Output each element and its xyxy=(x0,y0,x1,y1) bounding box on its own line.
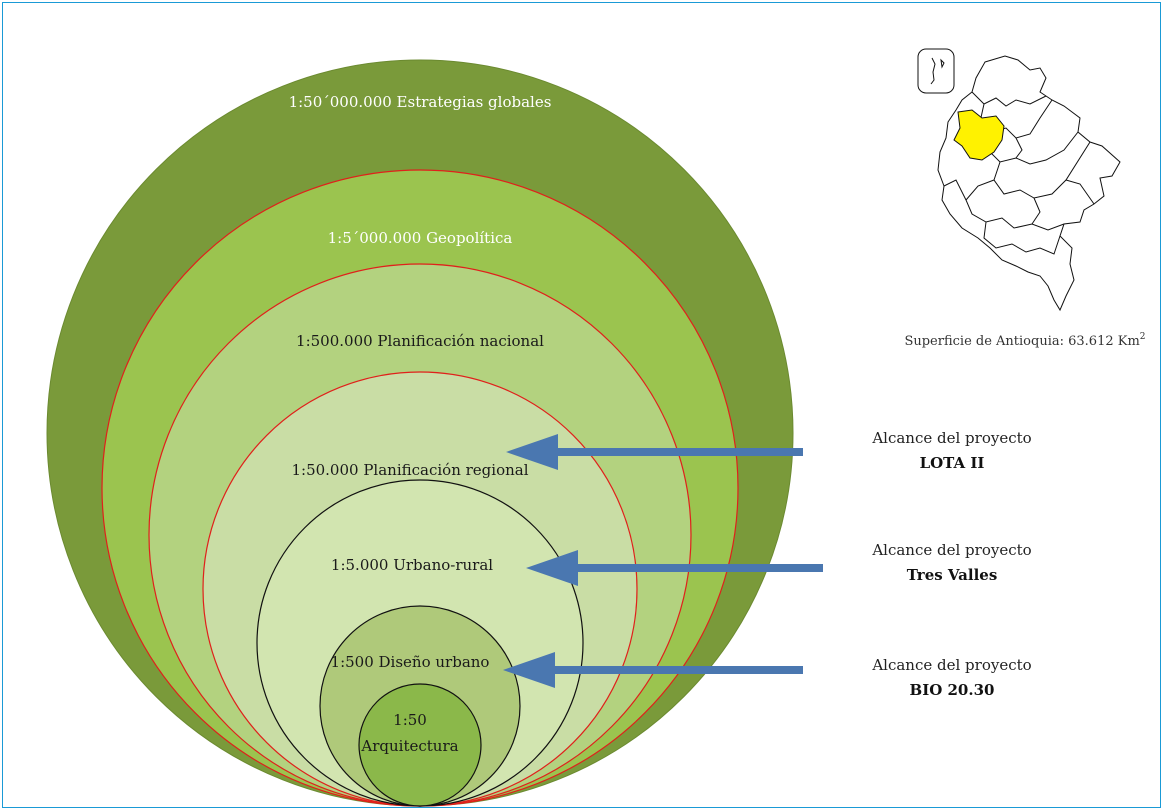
ring-arquitectura-label-scale: 1:50 xyxy=(393,711,427,729)
arrow-tres-valles xyxy=(526,550,823,586)
project-bio-name: BIO 20.30 xyxy=(910,681,995,699)
colombia-map-icon xyxy=(917,48,1121,312)
ring-regional-label: 1:50.000 Planificación regional xyxy=(291,461,528,479)
ring-arquitectura-circle xyxy=(358,683,482,807)
map-caption: Superficie de Antioquia: 63.612 Km2 xyxy=(904,332,1145,349)
arrow-lota xyxy=(506,434,803,470)
map-caption-main: Superficie de Antioquia: 63.612 Km xyxy=(904,334,1139,349)
ring-global-label: 1:50´000.000 Estrategias globales xyxy=(289,93,552,111)
ring-nacional-label: 1:500.000 Planificación nacional xyxy=(296,332,544,350)
ring-urbano-rural-label: 1:5.000 Urbano-rural xyxy=(331,556,493,574)
project-lota-caption: Alcance del proyecto xyxy=(871,429,1031,447)
project-lota-name: LOTA II xyxy=(920,454,985,472)
project-tres-valles-caption: Alcance del proyecto xyxy=(871,541,1031,559)
ring-geopolitica-label: 1:5´000.000 Geopolítica xyxy=(328,229,513,247)
project-bio-caption: Alcance del proyecto xyxy=(871,656,1031,674)
arrow-bio xyxy=(503,652,803,688)
ring-arquitectura-label-name: Arquitectura xyxy=(360,737,458,755)
rings xyxy=(46,59,794,807)
ring-diseno-urbano-label: 1:500 Diseño urbano xyxy=(331,653,490,671)
map-caption-superscript: 2 xyxy=(1140,332,1146,342)
antioquia-highlight xyxy=(953,109,1005,161)
project-tres-valles-name: Tres Valles xyxy=(907,566,998,584)
